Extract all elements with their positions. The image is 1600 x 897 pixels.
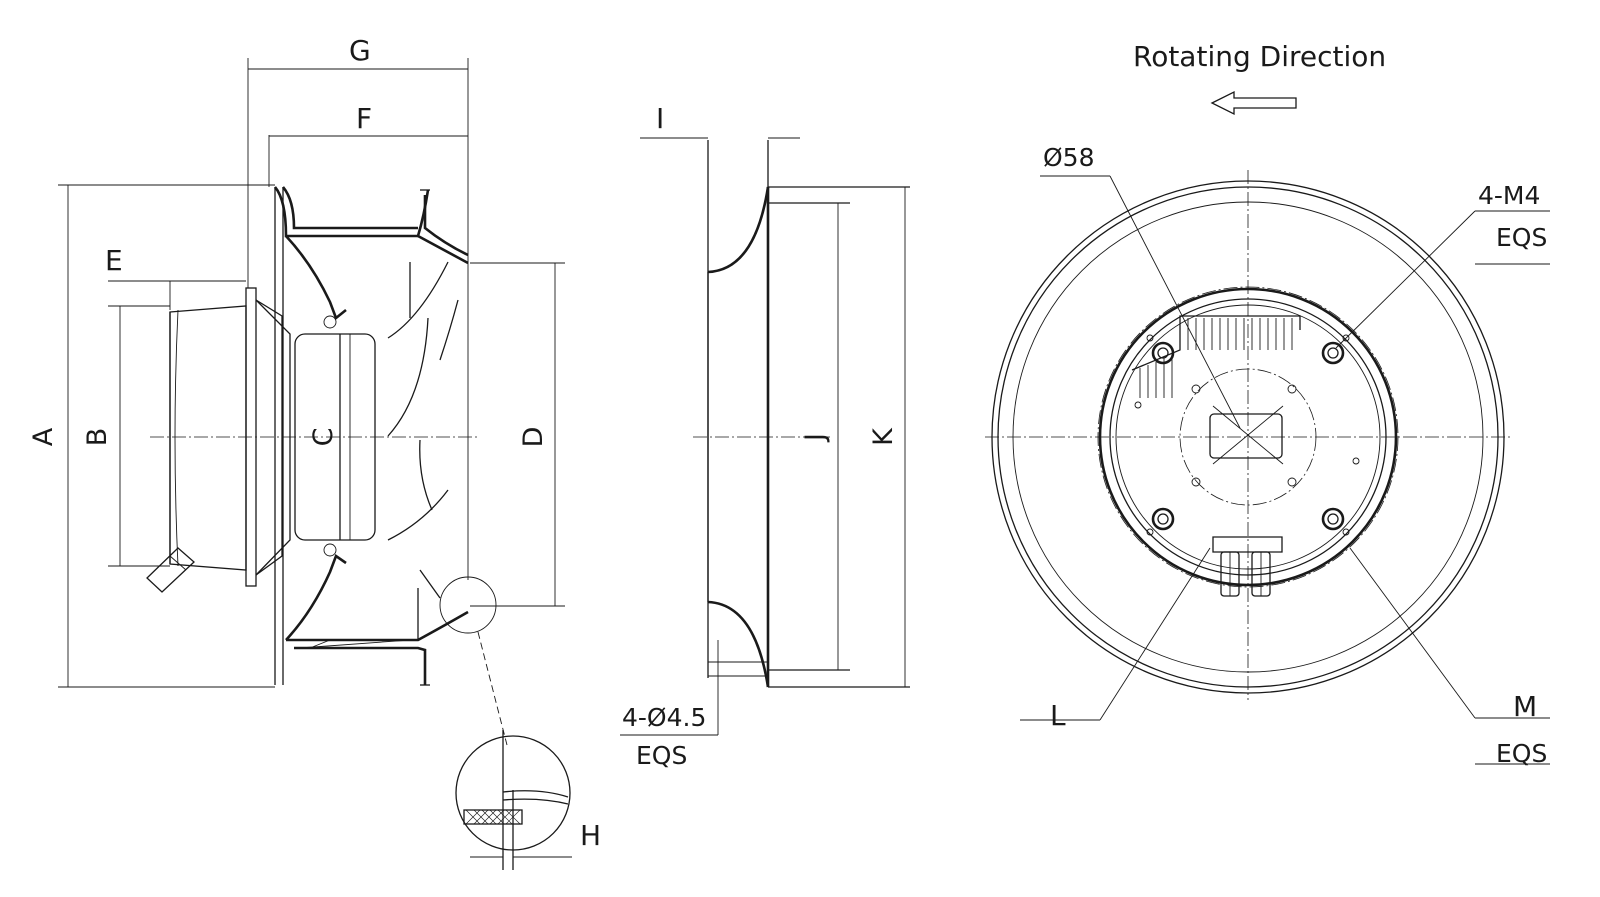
bore-diameter-note: Ø58: [1043, 143, 1095, 172]
dim-a-label: A: [28, 427, 59, 446]
dim-m-label: M: [1513, 690, 1537, 723]
dim-d-label: D: [518, 427, 549, 448]
cable-outlet-icon: [1212, 536, 1283, 597]
dim-i-label: I: [656, 102, 664, 135]
hole-count-note: 4-Ø4.5: [622, 703, 706, 732]
m4-hole-icon: [1134, 334, 1360, 536]
rotating-direction-title: Rotating Direction: [1133, 40, 1386, 73]
dim-h-label: H: [580, 819, 601, 852]
m-eqs-note: EQS: [1496, 739, 1547, 768]
side-view-dimensions: [58, 58, 565, 688]
dim-l-label: L: [1050, 699, 1066, 732]
dim-b-label: B: [82, 428, 113, 447]
dim-j-label: J: [800, 433, 831, 443]
hole-eqs-note: EQS: [636, 741, 687, 770]
cable-gland-icon: [146, 547, 195, 593]
thread-count-note: 4-M4: [1478, 181, 1540, 210]
detail-h-view: [455, 730, 572, 870]
dim-g-label: G: [349, 34, 371, 67]
dim-k-label: K: [868, 427, 899, 446]
dim-e-label: E: [105, 244, 123, 277]
inlet-ring-view: [620, 137, 910, 736]
side-view: [146, 186, 508, 746]
front-view: [985, 170, 1550, 765]
dim-c-label: C: [308, 428, 339, 447]
left-arrow-icon: [1210, 90, 1297, 116]
mount-boss-icon: [1151, 341, 1345, 531]
dim-f-label: F: [356, 102, 372, 135]
thread-eqs-note: EQS: [1496, 223, 1547, 252]
